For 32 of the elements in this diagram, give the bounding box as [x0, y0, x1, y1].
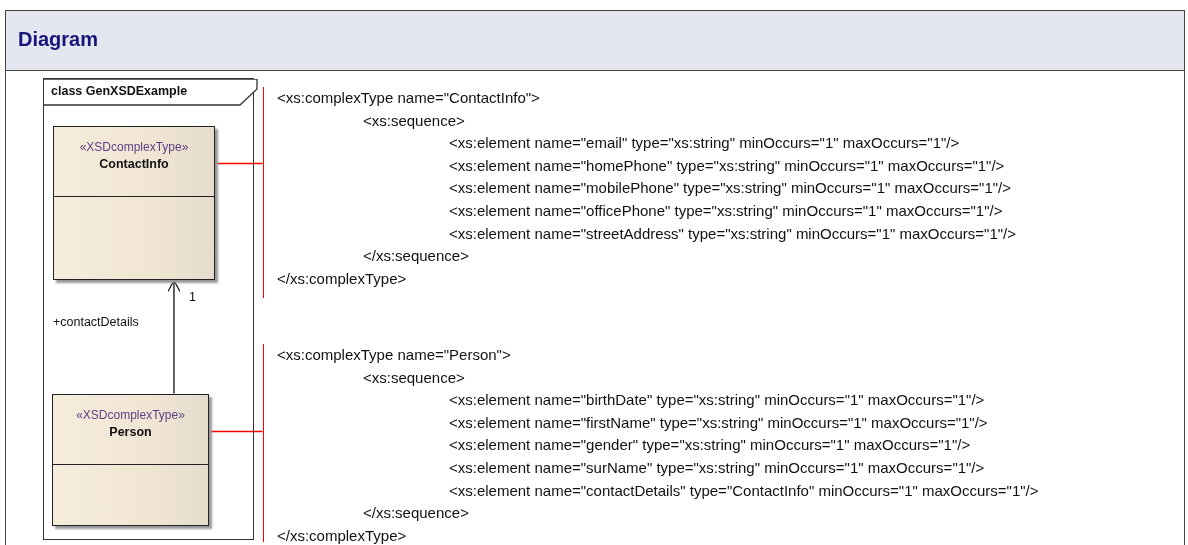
- class-box: [53, 126, 215, 280]
- code-line: <xs:element name="gender" type="xs:string" minOccurs="1" maxOccurs="1"/>: [449, 437, 971, 454]
- multiplicity-label: 1: [188, 289, 196, 304]
- edge-label: +contactDetails: [52, 315, 139, 329]
- code-line: <xs:element name="contactDetails" type="ContactInfo" minOccurs="1" maxOccurs="1"/>: [449, 482, 1039, 499]
- class-name: ContactInfo: [99, 157, 169, 171]
- code-line: <xs:element name="mobilePhone" type="xs:string" minOccurs="1" maxOccurs="1"/>: [449, 180, 1011, 197]
- code-line: <xs:sequence>: [363, 369, 465, 386]
- frame-title: class GenXSDExample: [51, 84, 188, 98]
- code-line: </xs:complexType>: [277, 270, 407, 287]
- code-line: <xs:element name="birthDate" type="xs:string" minOccurs="1" maxOccurs="1"/>: [449, 392, 985, 409]
- code-line: <xs:element name="streetAddress" type="xs:string" minOccurs="1" maxOccurs="1"/>: [449, 225, 1016, 242]
- code-line: <xs:element name="email" type="xs:string" minOccurs="1" maxOccurs="1"/>: [449, 135, 960, 152]
- leader-line: [207, 430, 264, 433]
- leader-line: [213, 162, 264, 165]
- code-line: <xs:element name="surName" type="xs:string" minOccurs="1" maxOccurs="1"/>: [449, 460, 985, 476]
- diagram-panel: [5, 10, 1185, 545]
- stereotype-label: «XSDcomplexType»: [75, 408, 186, 422]
- code-line: <xs:element name="firstName" type="xs:string" minOccurs="1" maxOccurs="1"/>: [449, 414, 988, 431]
- code-line: <xs:complexType name="ContactInfo">: [277, 90, 540, 106]
- code-line: </xs:complexType>: [277, 527, 407, 544]
- panel-heading: Diagram: [18, 28, 99, 51]
- class-box: [52, 394, 209, 526]
- code-line: <xs:element name="homePhone" type="xs:string" minOccurs="1" maxOccurs="1"/>: [449, 157, 1005, 174]
- stereotype-label: «XSDcomplexType»: [78, 140, 190, 154]
- class-name: Person: [109, 425, 152, 439]
- code-line: <xs:element name="officePhone" type="xs:string" minOccurs="1" maxOccurs="1"/>: [449, 203, 1003, 219]
- code-line: </xs:sequence>: [363, 505, 469, 522]
- code-line: <xs:complexType name="Person">: [277, 347, 511, 363]
- association-arrow: [167, 279, 181, 395]
- code-line: <xs:sequence>: [363, 112, 465, 129]
- code-line: </xs:sequence>: [363, 248, 469, 265]
